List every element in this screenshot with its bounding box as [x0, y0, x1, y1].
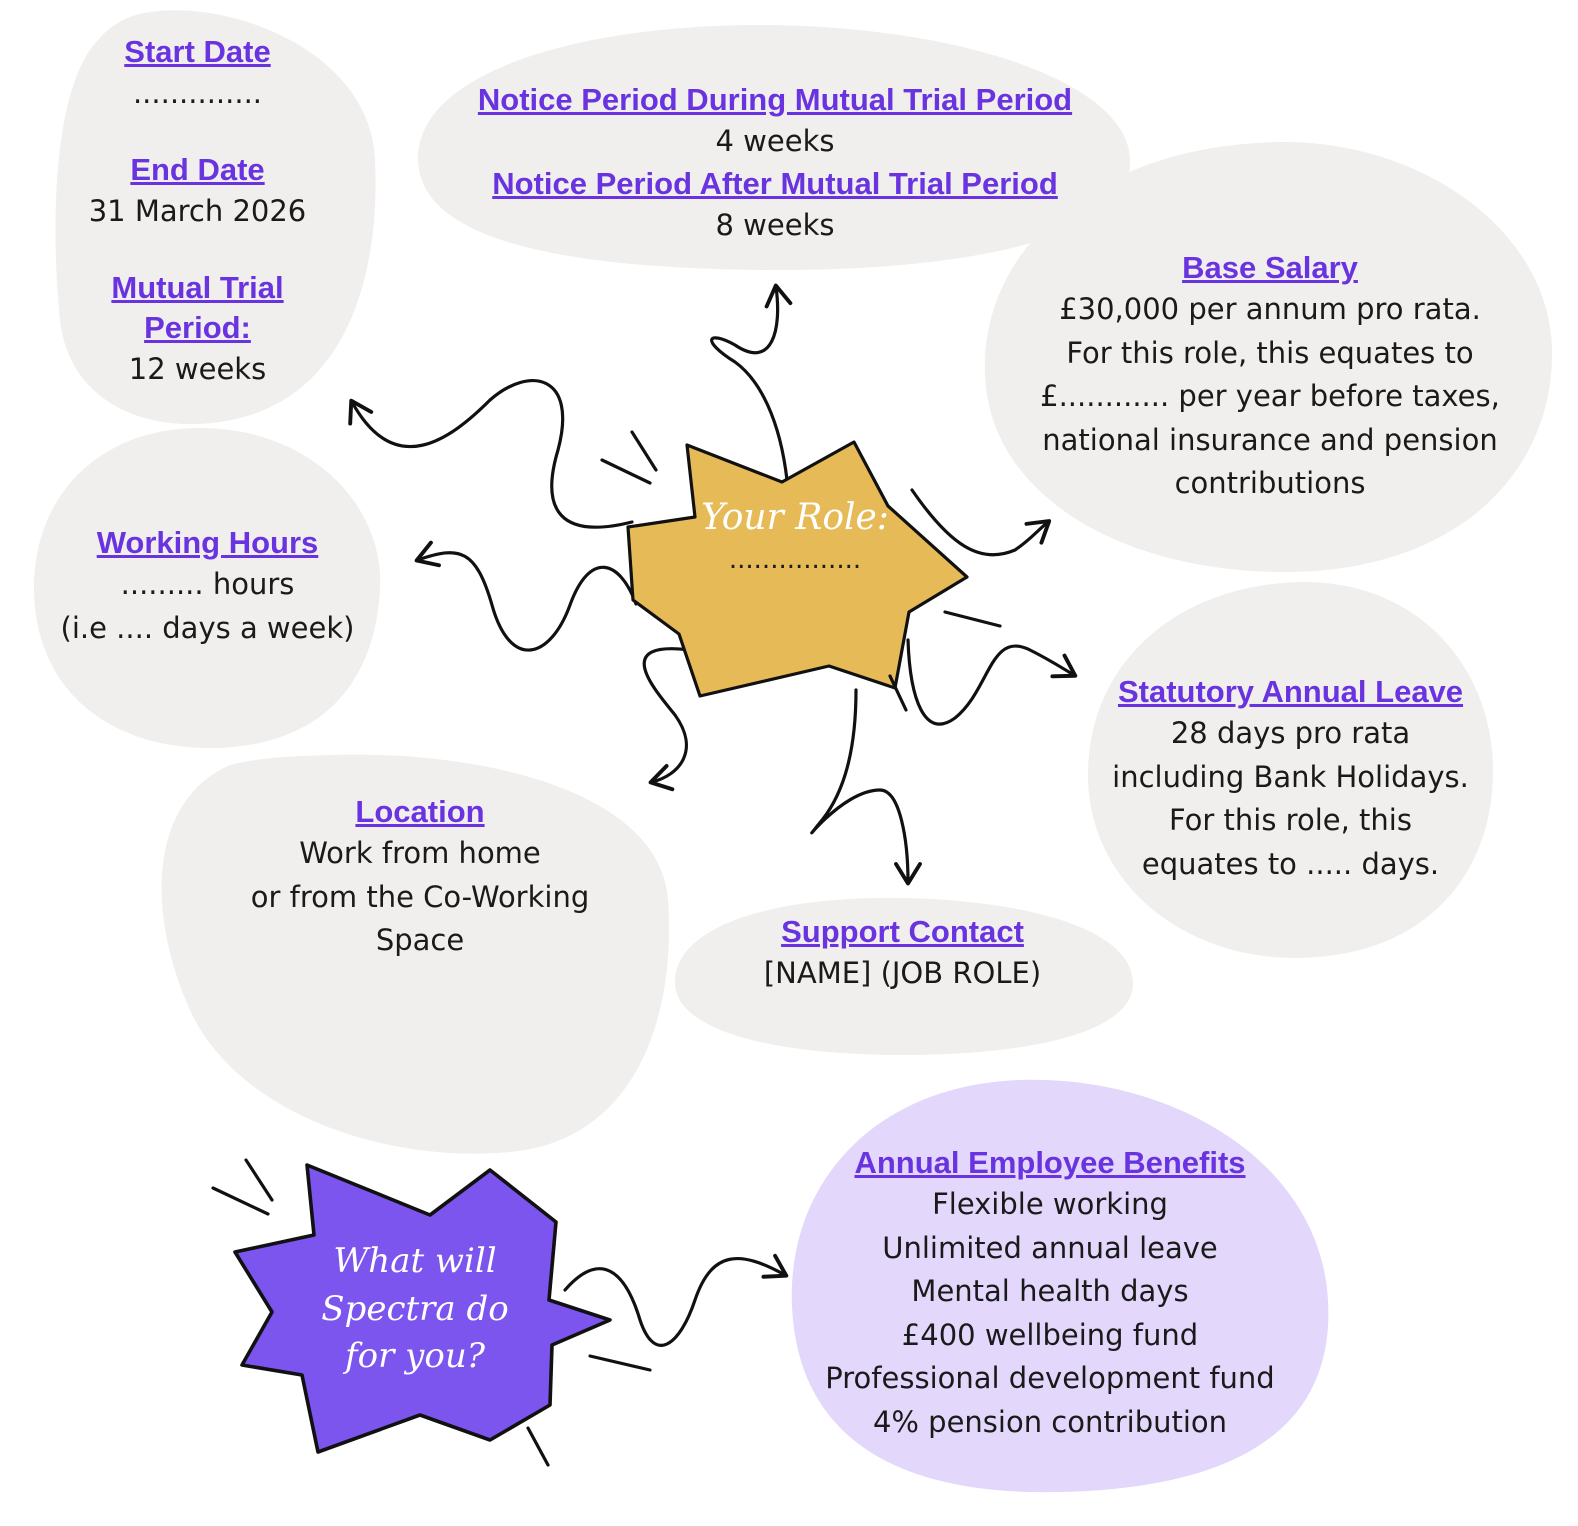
location-line: Work from home: [299, 836, 541, 871]
arrow-to-hours: [414, 540, 638, 652]
benefit-item: Unlimited annual leave: [882, 1230, 1218, 1265]
end-date-heading: End Date: [130, 151, 265, 187]
arrow-to-dates: [348, 379, 634, 529]
support-box: Support Contact [NAME] (JOB ROLE): [700, 912, 1105, 996]
salary-box: Base Salary £30,000 per annum pro rata. …: [1010, 248, 1530, 506]
spectra-line: for you?: [345, 1336, 485, 1377]
arrow-to-support: [810, 688, 922, 886]
arrow-to-notice: [710, 283, 793, 482]
leave-line: including Bank Holidays.: [1112, 759, 1469, 794]
salary-line: £30,000 per annum pro rata.: [1059, 292, 1481, 327]
salary-line: For this role, this equates to: [1066, 335, 1474, 370]
emphasis-stroke: [630, 430, 658, 472]
start-date-heading: Start Date: [124, 34, 271, 69]
benefit-item: Professional development fund: [825, 1361, 1275, 1396]
location-box: Location Work from home or from the Co-W…: [215, 792, 625, 963]
blob-leave: [1088, 581, 1494, 958]
emphasis-stroke: [211, 1186, 270, 1216]
role-starburst: [626, 440, 969, 698]
leave-line: equates to ..... days.: [1141, 846, 1440, 881]
arrow-to-benefits: [563, 1253, 789, 1347]
salary-line: contributions: [1174, 466, 1366, 501]
location-heading: Location: [355, 794, 485, 829]
emphasis-stroke: [600, 458, 652, 485]
hours-line: ......... hours: [120, 567, 295, 602]
location-line: Space: [375, 923, 465, 958]
emphasis-stroke: [943, 610, 1002, 628]
blob-salary: [984, 141, 1553, 573]
location-line: or from the Co-Working: [250, 879, 590, 914]
leave-heading: Statutory Annual Leave: [1117, 674, 1464, 709]
notice-box: Notice Period During Mutual Trial Period…: [440, 80, 1110, 248]
benefit-item: £400 wellbeing fund: [901, 1317, 1199, 1352]
emphasis-stroke: [888, 674, 908, 712]
leave-line: For this role, this: [1169, 803, 1412, 838]
start-date-value: ..............: [132, 76, 263, 111]
blob-notice: [417, 25, 1131, 271]
hours-line: (i.e .... days a week): [60, 610, 355, 645]
benefits-heading: Annual Employee Benefits: [854, 1145, 1246, 1180]
trial-heading-line1: Mutual Trial: [111, 269, 284, 305]
benefits-box: Annual Employee Benefits Flexible workin…: [800, 1143, 1300, 1444]
end-date-value: 31 March 2026: [88, 194, 307, 229]
role-title: Your Role:: [701, 497, 889, 538]
spectra-line: Spectra do: [321, 1288, 509, 1329]
notice-after-heading: Notice Period After Mutual Trial Period: [492, 165, 1058, 201]
support-heading: Support Contact: [781, 914, 1024, 949]
blob-support: [674, 897, 1134, 1056]
arrow-to-salary: [910, 488, 1052, 557]
blob-dates: [55, 10, 376, 425]
blob-benefits: [791, 1079, 1329, 1493]
benefit-item: Flexible working: [932, 1187, 1168, 1222]
trial-value: 12 weeks: [128, 352, 267, 387]
emphasis-stroke: [244, 1158, 274, 1202]
notice-during-heading: Notice Period During Mutual Trial Period: [477, 82, 1073, 117]
salary-line: national insurance and pension: [1042, 422, 1498, 457]
role-value: ................: [728, 544, 862, 575]
trial-heading-line2: Period:: [144, 309, 251, 345]
emphasis-stroke: [588, 1354, 652, 1372]
salary-heading: Base Salary: [1182, 250, 1358, 285]
leave-box: Statutory Annual Leave 28 days pro rata …: [1098, 672, 1483, 886]
benefit-item: 4% pension contribution: [872, 1404, 1228, 1439]
notice-during-value: 4 weeks: [715, 124, 835, 159]
arrow-to-location: [642, 647, 692, 792]
notice-after-value: 8 weeks: [715, 208, 835, 243]
salary-line: £............ per year before taxes,: [1040, 379, 1500, 414]
spectra-label: What will Spectra do for you?: [300, 1238, 530, 1381]
hours-heading: Working Hours: [96, 525, 319, 560]
emphasis-stroke: [526, 1426, 550, 1467]
dates-box: Start Date .............. End Date 31 Ma…: [60, 32, 335, 392]
benefit-item: Mental health days: [911, 1274, 1189, 1309]
spectra-starburst: [233, 1163, 612, 1454]
role-label: Your Role: ................: [660, 495, 930, 578]
support-value: [NAME] (JOB ROLE): [763, 956, 1042, 991]
spectra-line: What will: [333, 1241, 497, 1281]
arrow-to-leave: [906, 638, 1078, 726]
blob-hours: [33, 428, 381, 749]
leave-line: 28 days pro rata: [1170, 716, 1411, 751]
hours-box: Working Hours ......... hours (i.e .... …: [40, 523, 375, 650]
blob-location: [161, 754, 670, 1154]
